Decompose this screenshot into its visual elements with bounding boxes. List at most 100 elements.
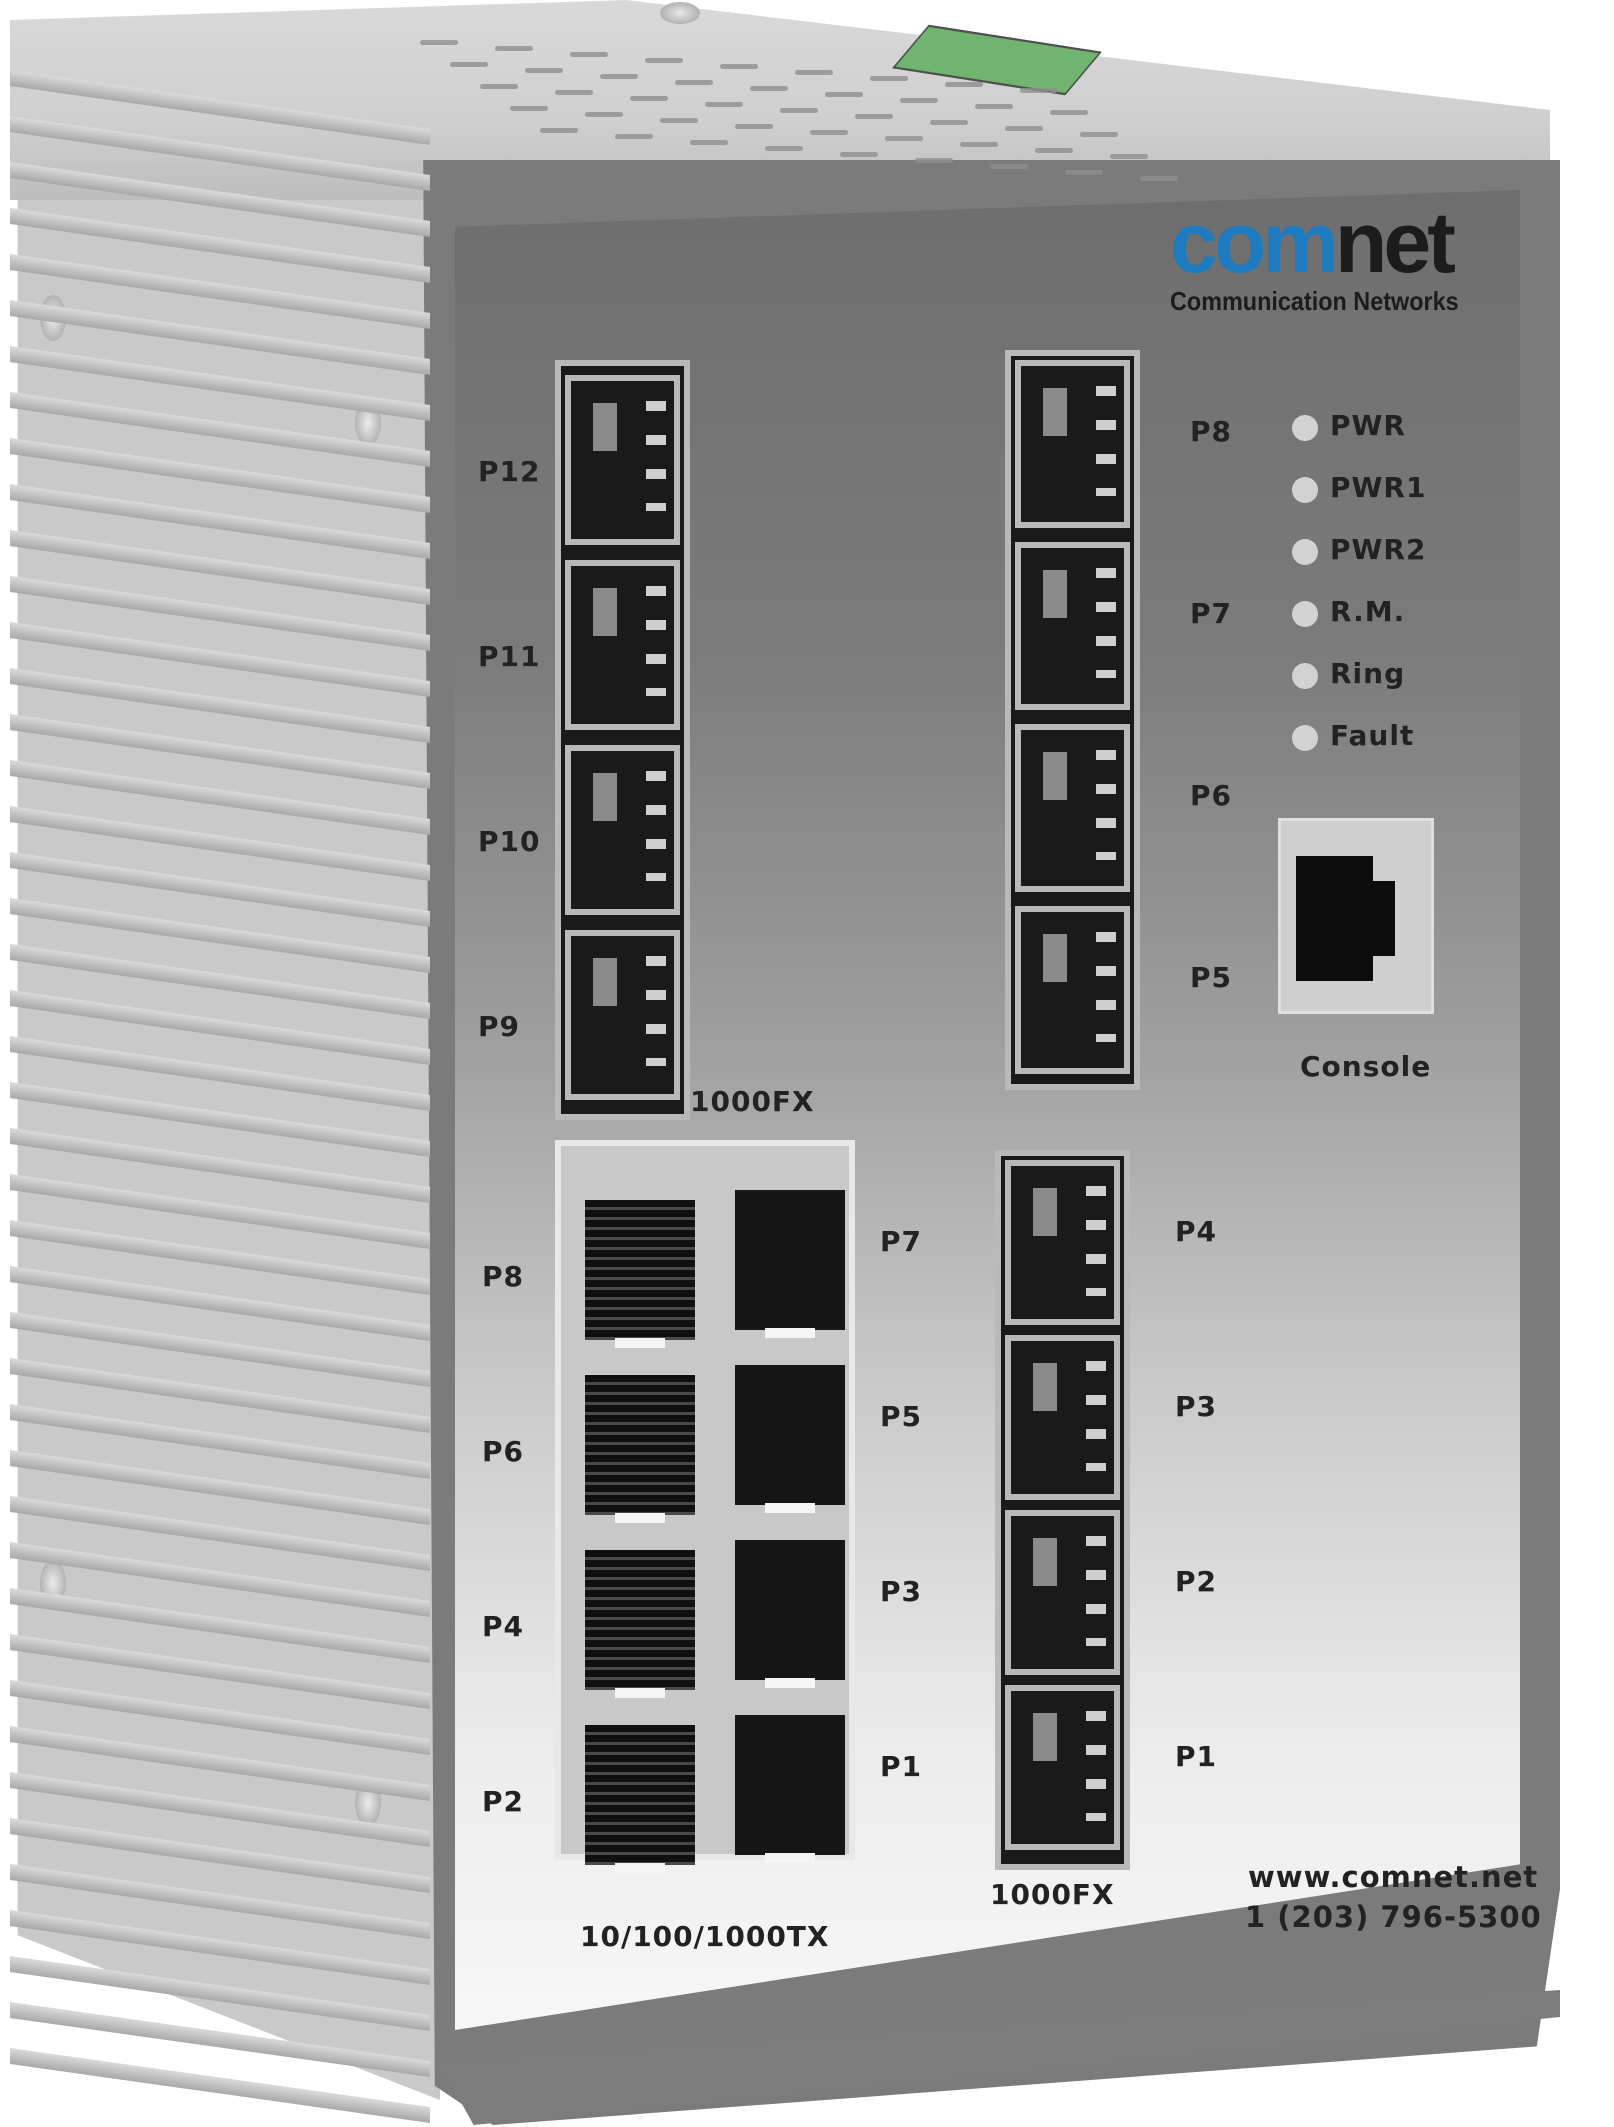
rj45-port[interactable] — [585, 1725, 695, 1873]
sfp-port[interactable] — [1015, 360, 1130, 528]
rj45-port-label: P3 — [880, 1575, 923, 1608]
sfp-port[interactable] — [1015, 906, 1130, 1074]
vent-slot — [855, 114, 893, 119]
sfp-contacts — [1086, 1186, 1106, 1296]
sfp-contacts — [646, 401, 666, 511]
sfp-port[interactable] — [565, 745, 680, 915]
sfp-port[interactable] — [565, 930, 680, 1100]
led-label: Ring — [1330, 657, 1406, 690]
rj45-port-label: P8 — [482, 1260, 525, 1293]
sfp-port-label: P2 — [1175, 1565, 1218, 1598]
sfp-port-label: P12 — [478, 455, 541, 488]
vent-slot — [675, 80, 713, 85]
vent-slot — [840, 152, 878, 157]
brand-logo-net: net — [1334, 195, 1456, 291]
phone-text: 1 (203) 796-5300 — [1245, 1900, 1542, 1934]
rj45-port[interactable] — [735, 1540, 845, 1688]
vent-slot — [420, 40, 458, 45]
led-label: R.M. — [1330, 595, 1406, 628]
sfp-latch — [1043, 388, 1067, 436]
rj45-port-label: P6 — [482, 1435, 525, 1468]
vent-slot — [960, 142, 998, 147]
sfp-port-label: P6 — [1190, 779, 1233, 812]
vent-slot — [735, 124, 773, 129]
vent-slot — [930, 120, 968, 125]
sfp-contacts — [646, 586, 666, 696]
vent-slot — [1035, 148, 1073, 153]
vent-slot — [1080, 132, 1118, 137]
sfp-contacts — [1096, 750, 1116, 860]
led-indicator-icon — [1292, 477, 1318, 503]
sfp-latch — [593, 403, 617, 451]
sfp-contacts — [646, 771, 666, 881]
rj45-latch — [765, 1503, 815, 1513]
sfp-port[interactable] — [1005, 1510, 1120, 1675]
sfp-right-lower-speed-label: 1000FX — [990, 1878, 1115, 1911]
vent-slot — [1050, 110, 1088, 115]
vent-slot — [705, 102, 743, 107]
website-text: www.comnet.net — [1248, 1860, 1539, 1894]
vent-slot — [615, 134, 653, 139]
sfp-latch — [593, 588, 617, 636]
sfp-port[interactable] — [565, 560, 680, 730]
sfp-contacts — [1086, 1536, 1106, 1646]
vent-slot — [720, 64, 758, 69]
rj45-latch — [615, 1513, 665, 1523]
rj45-port[interactable] — [585, 1375, 695, 1523]
vent-slot — [600, 74, 638, 79]
console-port[interactable] — [1278, 818, 1434, 1014]
vent-slot — [765, 146, 803, 151]
rj45-latch — [615, 1688, 665, 1698]
sfp-latch — [1033, 1188, 1057, 1236]
vent-slot — [750, 86, 788, 91]
sfp-port[interactable] — [565, 375, 680, 545]
vent-slot — [1005, 126, 1043, 131]
rj45-port[interactable] — [735, 1715, 845, 1863]
rj45-latch — [765, 1328, 815, 1338]
sfp-port[interactable] — [1015, 724, 1130, 892]
sfp-port-label: P1 — [1175, 1740, 1218, 1773]
rj45-port[interactable] — [585, 1200, 695, 1348]
vent-slot — [1020, 88, 1058, 93]
vent-slot — [780, 108, 818, 113]
vent-slot — [1110, 154, 1148, 159]
sfp-port-label: P3 — [1175, 1390, 1218, 1423]
sfp-latch — [593, 958, 617, 1006]
sfp-port[interactable] — [1005, 1685, 1120, 1850]
vent-slot — [510, 106, 548, 111]
sfp-port[interactable] — [1015, 542, 1130, 710]
led-label: PWR1 — [1330, 471, 1427, 504]
led-label: PWR2 — [1330, 533, 1427, 566]
vent-slot — [945, 82, 983, 87]
rj45-latch — [765, 1678, 815, 1688]
sfp-port-label: P7 — [1190, 597, 1233, 630]
sfp-port[interactable] — [1005, 1160, 1120, 1325]
rj45-latch — [615, 1338, 665, 1348]
vent-slot — [825, 92, 863, 97]
sfp-contacts — [1086, 1361, 1106, 1471]
rj45-port[interactable] — [585, 1550, 695, 1698]
vent-slot — [1140, 176, 1178, 181]
sfp-contacts — [1096, 568, 1116, 678]
rj45-port[interactable] — [735, 1190, 845, 1338]
sfp-latch — [1043, 752, 1067, 800]
console-socket — [1296, 856, 1395, 981]
sfp-latch — [1043, 934, 1067, 982]
console-label: Console — [1300, 1050, 1432, 1083]
vent-slot — [570, 52, 608, 57]
sfp-port[interactable] — [1005, 1335, 1120, 1500]
rj45-latch — [615, 1863, 665, 1873]
sfp-port-label: P10 — [478, 825, 541, 858]
sfp-port-label: P9 — [478, 1010, 521, 1043]
rj45-port-label: P2 — [482, 1785, 525, 1818]
sfp-port-label: P4 — [1175, 1215, 1218, 1248]
vent-slot — [975, 104, 1013, 109]
sfp-latch — [1033, 1538, 1057, 1586]
vent-slot — [990, 164, 1028, 169]
rj45-port[interactable] — [735, 1365, 845, 1513]
vent-slot — [795, 70, 833, 75]
vent-slot — [885, 136, 923, 141]
vent-slot — [630, 96, 668, 101]
sfp-port-label: P11 — [478, 640, 541, 673]
vent-slot — [690, 140, 728, 145]
